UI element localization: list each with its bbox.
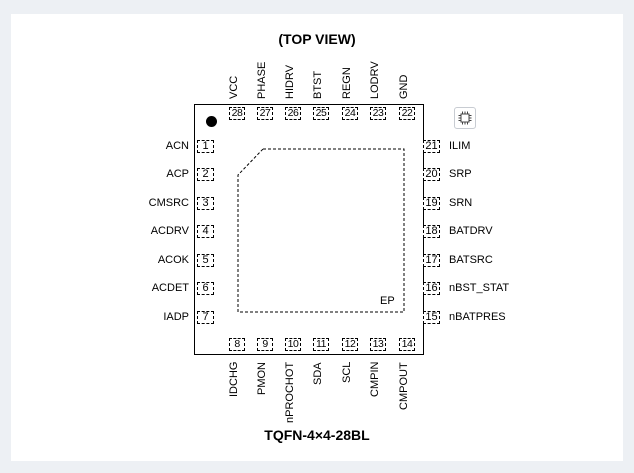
- pin-box: 27: [257, 107, 273, 120]
- pin-number: 23: [372, 107, 384, 120]
- pin-box: 5: [197, 254, 214, 267]
- pin-label: CMPIN: [369, 361, 381, 397]
- pin-number: 11: [316, 338, 326, 351]
- pin-label: SDA: [312, 362, 324, 385]
- pin-number: 12: [344, 338, 356, 351]
- pin-box: 8: [229, 338, 245, 351]
- pin-label: PMON: [256, 362, 268, 395]
- exposed-pad-label: EP: [380, 295, 395, 307]
- pin-label: GND: [398, 74, 410, 99]
- pin-box: 13: [370, 338, 386, 351]
- package-caption: TQFN-4×4-28BL: [264, 427, 370, 443]
- pin-box: 6: [197, 282, 214, 295]
- pin-label: ACN: [165, 140, 189, 152]
- pin-box: 18: [423, 225, 440, 238]
- pin-box: 7: [197, 311, 214, 324]
- pin-box: 26: [285, 107, 301, 120]
- pin-box: 17: [423, 254, 440, 267]
- pin-label: BATDRV: [449, 225, 493, 237]
- pin-box: 12: [342, 338, 358, 351]
- pin-label: BATSRC: [449, 254, 493, 266]
- pin-box: 23: [370, 107, 386, 120]
- pin-number: 25: [315, 107, 327, 120]
- pin-box: 25: [313, 107, 329, 120]
- pin-box: 22: [399, 107, 415, 120]
- pin-box: 24: [342, 107, 358, 120]
- pin-number: 9: [262, 338, 268, 351]
- pin-number: 8: [234, 338, 240, 351]
- pin-label: ACDRV: [150, 225, 189, 237]
- pin-label: IADP: [163, 311, 189, 323]
- pin-label: SCL: [341, 361, 353, 383]
- pin-label: nBST_STAT: [449, 282, 510, 294]
- pin-box: 9: [257, 338, 273, 351]
- pin-label: REGN: [341, 67, 353, 99]
- pin-box: 28: [229, 107, 245, 120]
- pin-box: 14: [399, 338, 415, 351]
- pin1-marker-dot: [206, 116, 217, 127]
- pin-number: 27: [259, 107, 271, 120]
- pin-box: 11: [313, 338, 329, 351]
- pin-label: nBATPRES: [449, 311, 506, 323]
- chip-body: [194, 104, 424, 355]
- pin-label: LODRV: [369, 61, 381, 99]
- pin-box: 16: [423, 282, 440, 295]
- pin-label: IDCHG: [228, 361, 240, 397]
- pin-box: 15: [423, 311, 440, 324]
- pin-label: VCC: [228, 75, 240, 99]
- pin-number: 24: [344, 107, 356, 120]
- pin-number: 22: [401, 107, 413, 120]
- pin-box: 21: [423, 140, 440, 153]
- pin-box: 1: [197, 140, 214, 153]
- pin-label: CMPOUT: [398, 362, 410, 410]
- pin-label: ACOK: [157, 254, 189, 266]
- pin-label: CMSRC: [148, 197, 189, 209]
- pin-label: nPROCHOT: [284, 361, 296, 423]
- pin-number: 10: [287, 338, 299, 351]
- pin-box: 3: [197, 197, 214, 210]
- pin-number: 28: [231, 107, 243, 120]
- pin-label: ACDET: [151, 282, 189, 294]
- pin-box: 10: [285, 338, 301, 351]
- pin-label: PHASE: [256, 61, 268, 99]
- pin-box: 2: [197, 168, 214, 181]
- package-outline-icon[interactable]: [454, 107, 476, 129]
- pin-label: ILIM: [449, 140, 471, 152]
- pin-number: 13: [372, 338, 384, 351]
- pin-label: SRN: [449, 197, 473, 209]
- pin-box: 19: [423, 197, 440, 210]
- pin-number: 26: [287, 107, 299, 120]
- pin-label: BTST: [312, 70, 324, 99]
- pin-label: ACP: [166, 168, 189, 180]
- figure-title: (TOP VIEW): [278, 31, 356, 47]
- pin-label: HIDRV: [284, 64, 296, 99]
- pin-box: 20: [423, 168, 440, 181]
- pin-label: SRP: [449, 168, 472, 180]
- pin-number: 14: [401, 338, 413, 351]
- pin-box: 4: [197, 225, 214, 238]
